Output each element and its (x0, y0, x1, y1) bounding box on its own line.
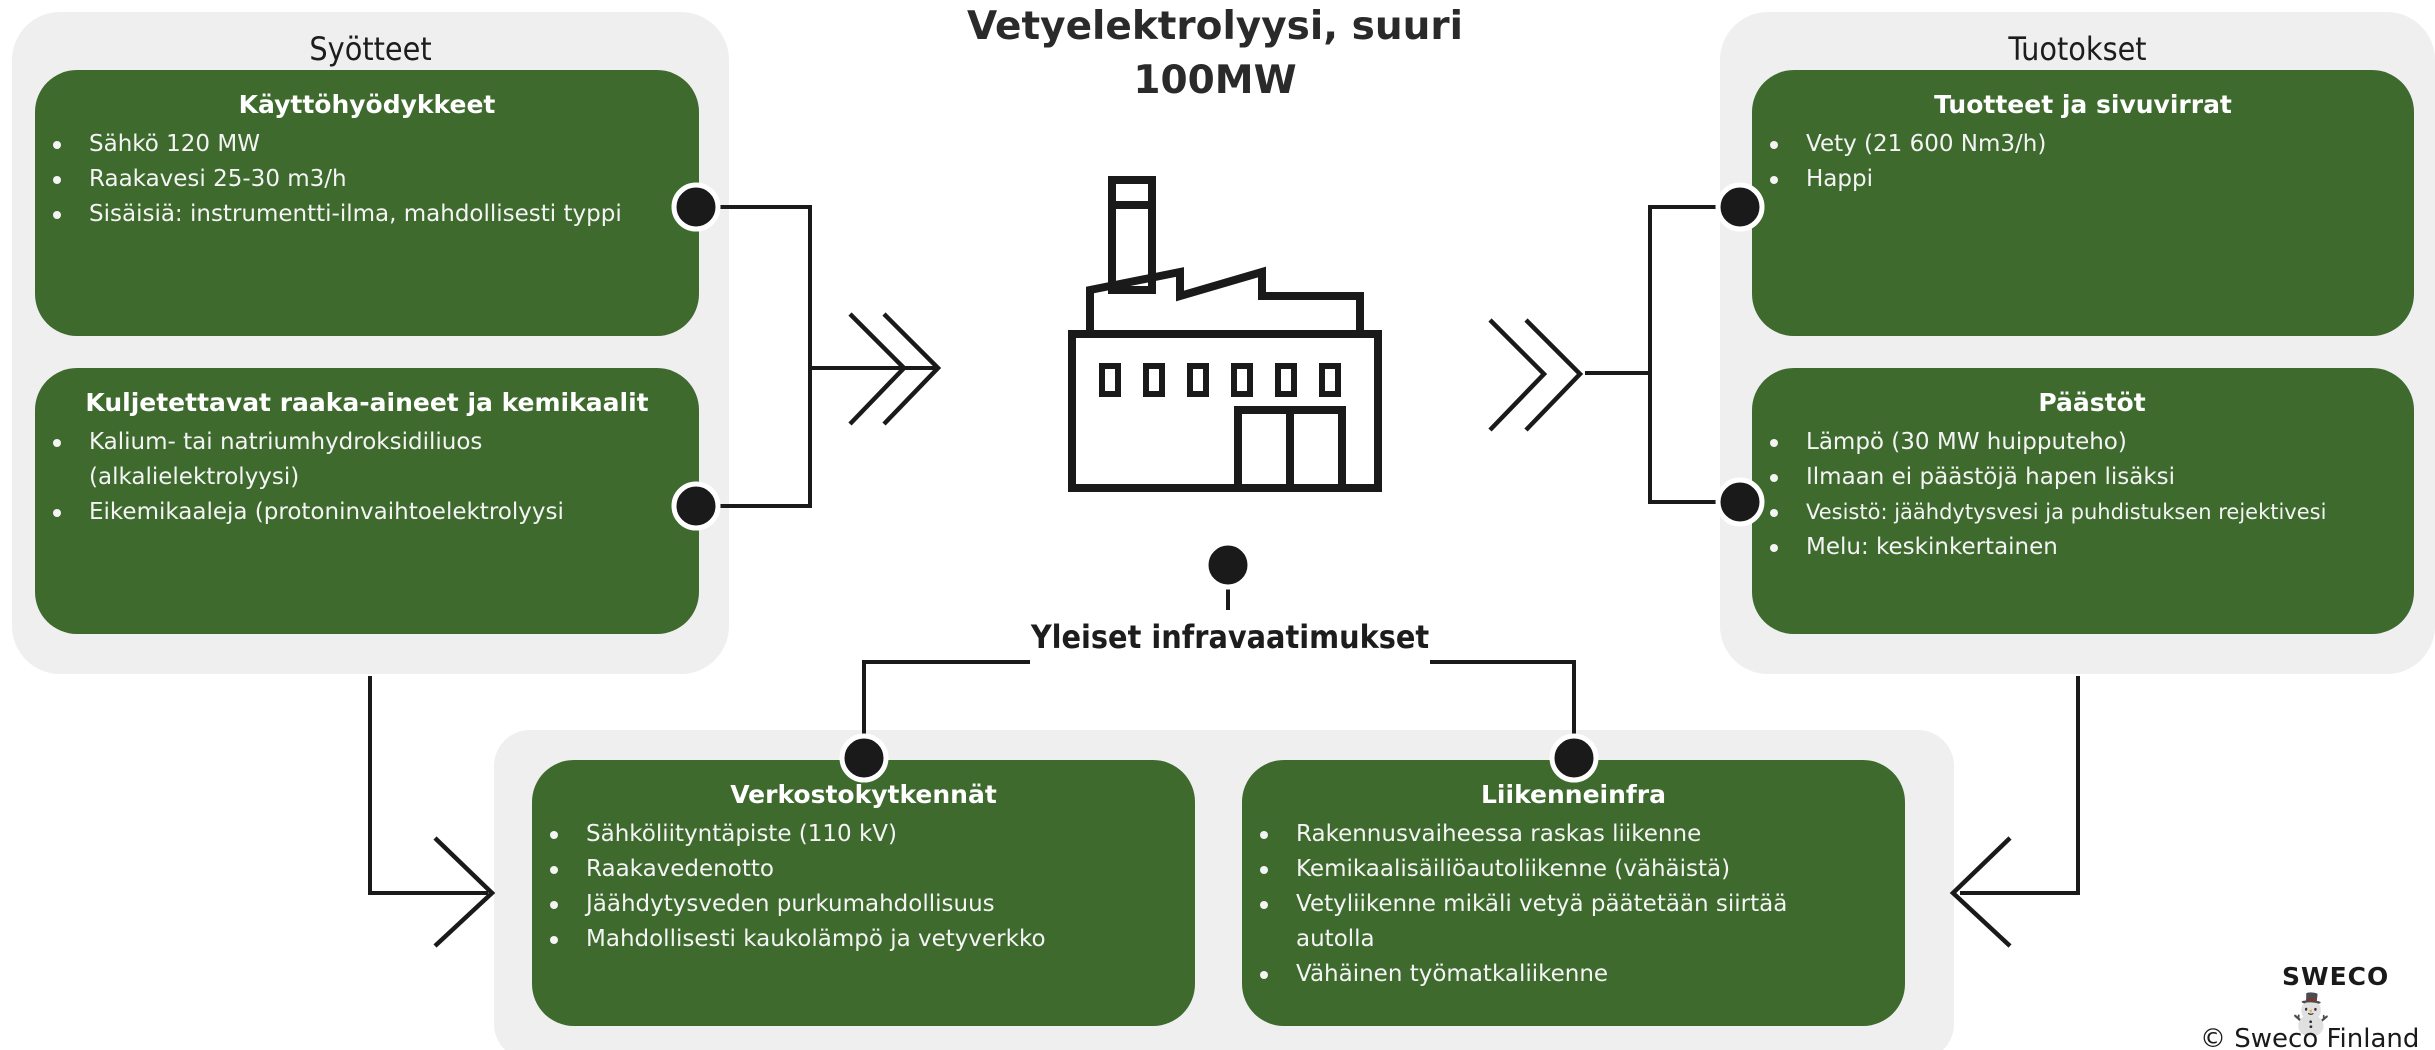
list-item: Happi (1770, 162, 2390, 197)
raw-materials-card: Kuljetettavat raaka-aineet ja kemikaalit… (35, 368, 699, 634)
connector-dot-icon (671, 481, 721, 531)
card-title: Liikenneinfra (1481, 780, 1666, 809)
list-item: Melu: keskinkertainen (1770, 530, 2408, 565)
list-item: Kalium- tai natriumhydroksidiliuos (alka… (53, 425, 675, 495)
list-item: Sähkö 120 MW (53, 127, 675, 162)
bullet-list: Kalium- tai natriumhydroksidiliuos (alka… (53, 425, 675, 530)
card-title: Kuljetettavat raaka-aineet ja kemikaalit (85, 388, 649, 417)
list-item: Rakennusvaiheessa raskas liikenne (1260, 817, 1881, 852)
bullet-list: Rakennusvaiheessa raskas liikenne Kemika… (1260, 817, 1881, 992)
card-title: Käyttöhyödykkeet (238, 90, 496, 119)
list-item: Lämpö (30 MW huipputeho) (1770, 425, 2408, 460)
double-chevron-right-icon (848, 312, 908, 426)
double-chevron-right-icon (1524, 318, 1584, 432)
double-chevron-right-icon (1488, 318, 1548, 432)
connector-dot-icon (1549, 733, 1599, 783)
list-item: Kemikaalisäiliöautoliikenne (vähäistä) (1260, 852, 1881, 887)
list-item: Vetyliikenne mikäli vetyä päätetään siir… (1260, 887, 1881, 957)
utilities-card: Käyttöhyödykkeet Sähkö 120 MW Raakavesi … (35, 70, 699, 336)
diagram-title: Vetyelektrolyysi, suuri 100MW (967, 4, 1463, 103)
list-item: Sähköliityntäpiste (110 kV) (550, 817, 1171, 852)
outputs-to-infra-line (1960, 676, 2080, 895)
connector-dot-icon (1203, 540, 1253, 590)
arrow-left-icon (1949, 836, 2012, 948)
factory-icon (1068, 176, 1382, 492)
connector-dot-icon (1715, 182, 1765, 232)
card-title: Päästöt (2038, 388, 2146, 417)
network-connections-card: Verkostokytkennät Sähköliityntäpiste (11… (532, 760, 1195, 1026)
outputs-panel-title: Tuotokset (2008, 30, 2147, 68)
factory-windows (1099, 363, 1341, 397)
outputs-bracket-line (1648, 205, 1740, 504)
list-item: Raakavedenotto (550, 852, 1171, 887)
list-item: Jäähdytysveden purkumahdollisuus (550, 887, 1171, 922)
list-item: Vähäinen työmatkaliikenne (1260, 957, 1881, 992)
sweco-logo: SWECO⛄ (2282, 962, 2435, 1038)
inputs-to-infra-line (368, 676, 488, 895)
list-item: Raakavesi 25-30 m3/h (53, 162, 675, 197)
list-item: Sisäisiä: instrumentti-ilma, mahdollises… (53, 197, 675, 232)
list-item: Mahdollisesti kaukolämpö ja vetyverkko (550, 922, 1171, 957)
logo-mark-icon: ⛄ (2286, 992, 2337, 1038)
inputs-panel-title: Syötteet (309, 30, 432, 68)
bullet-list: Lämpö (30 MW huipputeho) Ilmaan ei pääst… (1770, 425, 2408, 565)
connector-dot-icon (1715, 477, 1765, 527)
products-card: Tuotteet ja sivuvirrat Vety (21 600 Nm3/… (1752, 70, 2414, 336)
arrow-right-icon (433, 836, 496, 948)
infra-right-line (1430, 660, 1576, 758)
list-item: Ilmaan ei päästöjä hapen lisäksi (1770, 460, 2408, 495)
card-title: Tuotteet ja sivuvirrat (1934, 90, 2232, 119)
traffic-infra-card: Liikenneinfra Rakennusvaiheessa raskas l… (1242, 760, 1905, 1026)
emissions-card: Päästöt Lämpö (30 MW huipputeho) Ilmaan … (1752, 368, 2414, 634)
infra-requirements-label: Yleiset infravaatimukset (1030, 618, 1430, 656)
copyright-text: © Sweco Finland (2200, 1024, 2420, 1050)
bullet-list: Sähkö 120 MW Raakavesi 25-30 m3/h Sisäis… (53, 127, 675, 232)
card-title: Verkostokytkennät (730, 780, 997, 809)
infra-left-line (862, 660, 1030, 758)
list-item: Vety (21 600 Nm3/h) (1770, 127, 2390, 162)
double-chevron-right-icon (882, 312, 942, 426)
inputs-bracket-line (696, 205, 812, 508)
list-item: Vesistö: jäähdytysvesi ja puhdistuksen r… (1770, 495, 2408, 530)
bullet-list: Vety (21 600 Nm3/h) Happi (1770, 127, 2390, 197)
bullet-list: Sähköliityntäpiste (110 kV) Raakavedenot… (550, 817, 1171, 957)
list-item: Eikemikaaleja (protoninvaihtoelektrolyys… (53, 495, 675, 530)
logo-text: SWECO (2282, 962, 2390, 991)
connector-dot-icon (839, 733, 889, 783)
connector-dot-icon (671, 182, 721, 232)
